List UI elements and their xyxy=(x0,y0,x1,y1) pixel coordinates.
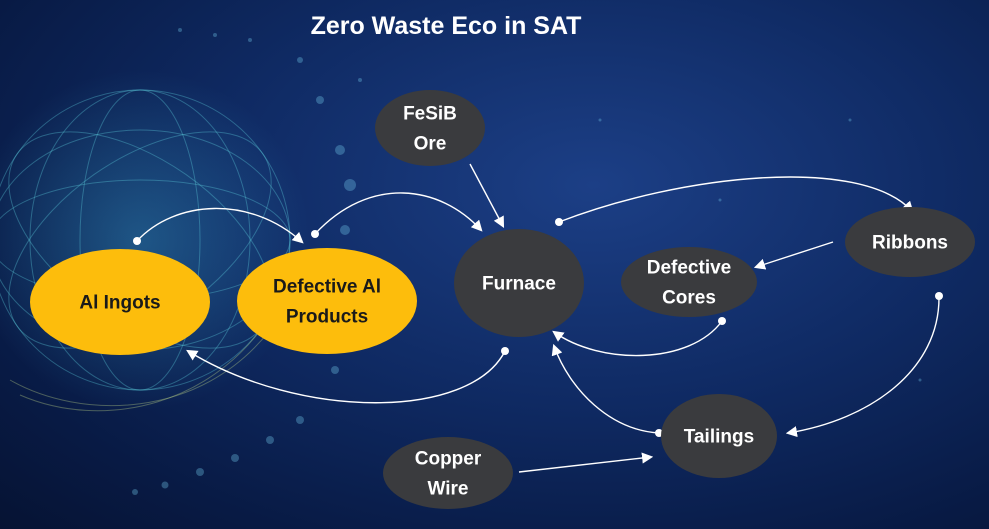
node-fesib-ore: FeSiB Ore xyxy=(375,90,485,166)
arrow-tailings-to-furnace xyxy=(551,343,660,434)
node-label: FeSiB xyxy=(403,104,457,125)
node-shape xyxy=(845,207,975,277)
arrow-defective-al-to-furnace xyxy=(314,192,483,235)
node-shape xyxy=(237,248,417,354)
arrow-ribbons-to-defective-cores xyxy=(753,241,834,270)
node-label: Furnace xyxy=(482,274,556,295)
node-tailings: Tailings xyxy=(661,394,777,478)
arrow-furnace-to-al-ingots-start-dot xyxy=(501,347,509,355)
arrow-al-ingots-to-defective-al-start-dot xyxy=(133,237,141,245)
arrows-group xyxy=(133,163,943,473)
node-shape xyxy=(621,247,757,317)
page-title: Zero Waste Eco in SAT xyxy=(311,12,582,40)
node-label: Defective xyxy=(647,258,732,279)
node-label: Copper xyxy=(415,449,482,470)
node-shape xyxy=(661,394,777,478)
node-label: Products xyxy=(286,307,368,328)
arrow-copper-to-tailings xyxy=(518,452,654,473)
arrow-furnace-to-ribbons xyxy=(558,176,914,223)
arrow-defective-cores-to-furnace-start-dot xyxy=(718,317,726,325)
nodes-group: Al Ingots Defective Al Products FeSiB OreFur… xyxy=(30,90,975,509)
node-label: Tailings xyxy=(684,427,754,448)
arrow-furnace-to-ribbons-start-dot xyxy=(555,218,563,226)
node-shape xyxy=(30,249,210,355)
node-shape xyxy=(383,437,513,509)
node-label: Defective Al xyxy=(273,277,381,298)
node-label: Cores xyxy=(662,288,716,309)
arrow-furnace-to-al-ingots xyxy=(186,349,506,404)
node-shape xyxy=(454,229,584,337)
arrow-al-ingots-to-defective-al xyxy=(136,207,304,244)
node-defective-al-products: Defective Al Products xyxy=(237,248,417,354)
node-label: Ribbons xyxy=(872,233,948,254)
node-al-ingots: Al Ingots xyxy=(30,249,210,355)
arrow-ribbons-to-tailings-start-dot xyxy=(935,292,943,300)
node-label: Al Ingots xyxy=(79,293,160,314)
arrow-defective-al-to-furnace-start-dot xyxy=(311,230,319,238)
node-shape xyxy=(375,90,485,166)
arrow-fesib-to-furnace xyxy=(469,163,505,228)
arrow-ribbons-to-tailings xyxy=(785,295,940,438)
node-ribbons: Ribbons xyxy=(845,207,975,277)
node-label: Ore xyxy=(414,134,447,155)
node-furnace: Furnace xyxy=(454,229,584,337)
arrow-tailings-to-furnace-start-dot xyxy=(655,429,663,437)
arrow-defective-cores-to-furnace xyxy=(552,320,723,357)
node-label: Wire xyxy=(427,479,468,500)
